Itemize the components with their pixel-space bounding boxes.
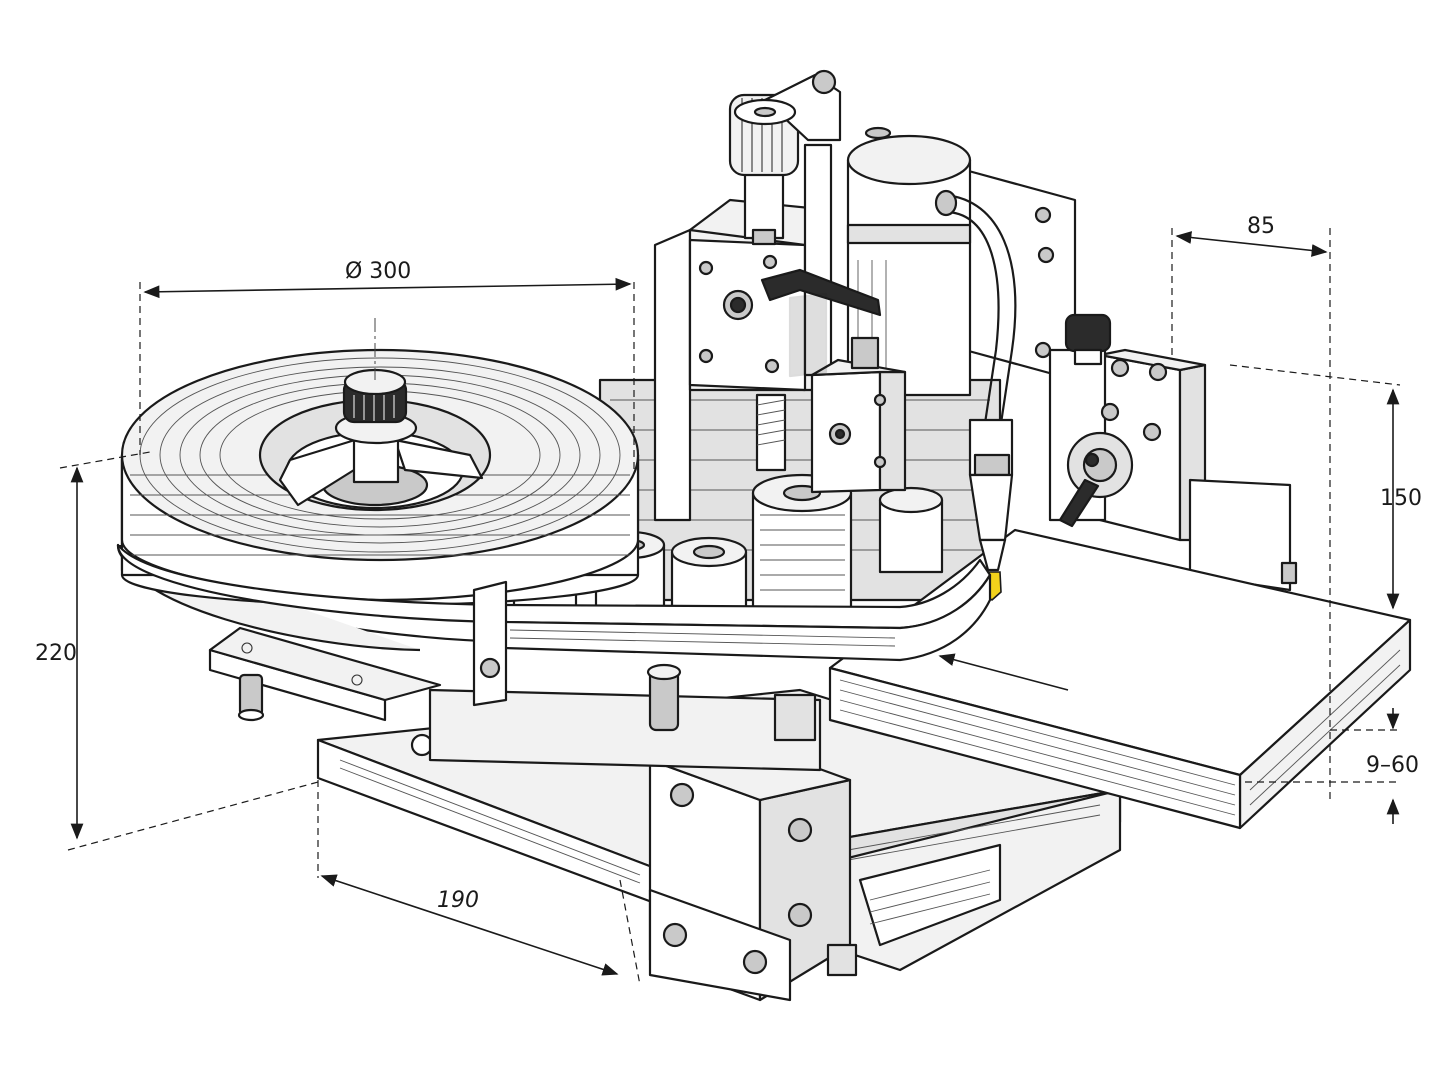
dim-depth: 85 — [1247, 214, 1275, 239]
edge-band-strip — [116, 543, 992, 742]
dim-base-length: 190 — [437, 888, 479, 913]
feed-direction-arrow-icon — [938, 653, 1069, 691]
dim-height-left: 220 — [35, 641, 77, 666]
dim-panel-thickness: 9–60 — [1366, 753, 1419, 778]
dimension-lines — [59, 228, 1401, 986]
reel-knob-icon — [342, 368, 408, 424]
glue-hose — [934, 189, 1017, 572]
pressure-unit-right — [1048, 313, 1298, 592]
vertical-column — [653, 69, 842, 522]
clamp-block — [760, 268, 907, 494]
dim-height-right: 150 — [1380, 486, 1422, 511]
dim-reel-diameter: Ø 300 — [345, 259, 411, 284]
